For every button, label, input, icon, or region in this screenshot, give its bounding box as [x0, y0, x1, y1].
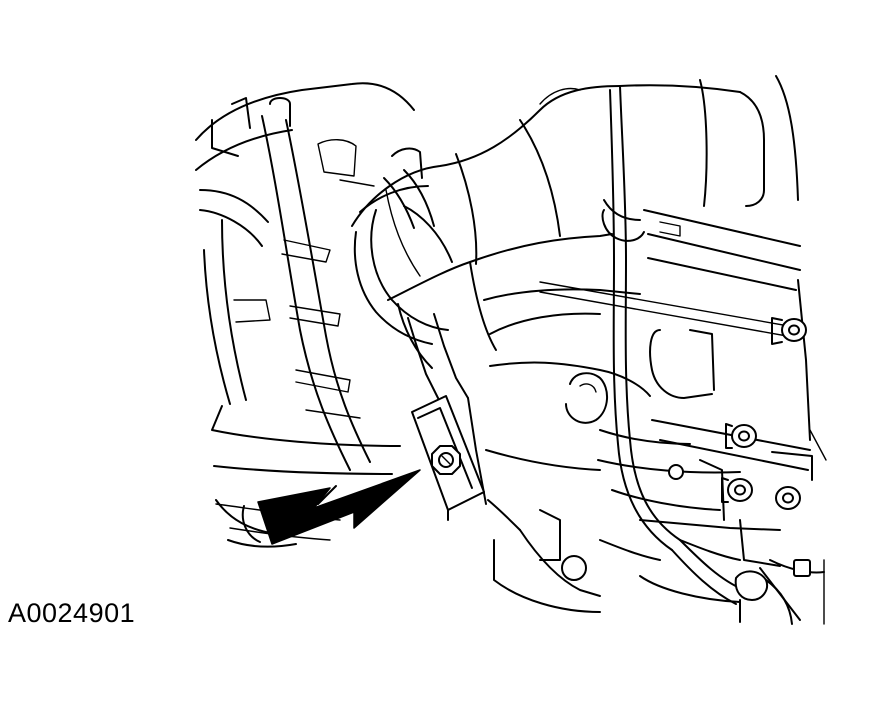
lower-edge-lines — [215, 429, 827, 625]
bushing-eyes — [668, 317, 811, 577]
figure-code-label: A0024901 — [8, 598, 136, 628]
callout-arrow-icon — [241, 469, 421, 545]
catalytic-converter — [483, 281, 801, 511]
transmission-case-right — [639, 75, 825, 623]
rear-bracket — [485, 449, 661, 613]
mounting-bolt — [431, 445, 461, 475]
exhaust-pipe — [351, 84, 741, 369]
brake-line — [601, 85, 793, 625]
transmission-housing — [195, 82, 415, 548]
